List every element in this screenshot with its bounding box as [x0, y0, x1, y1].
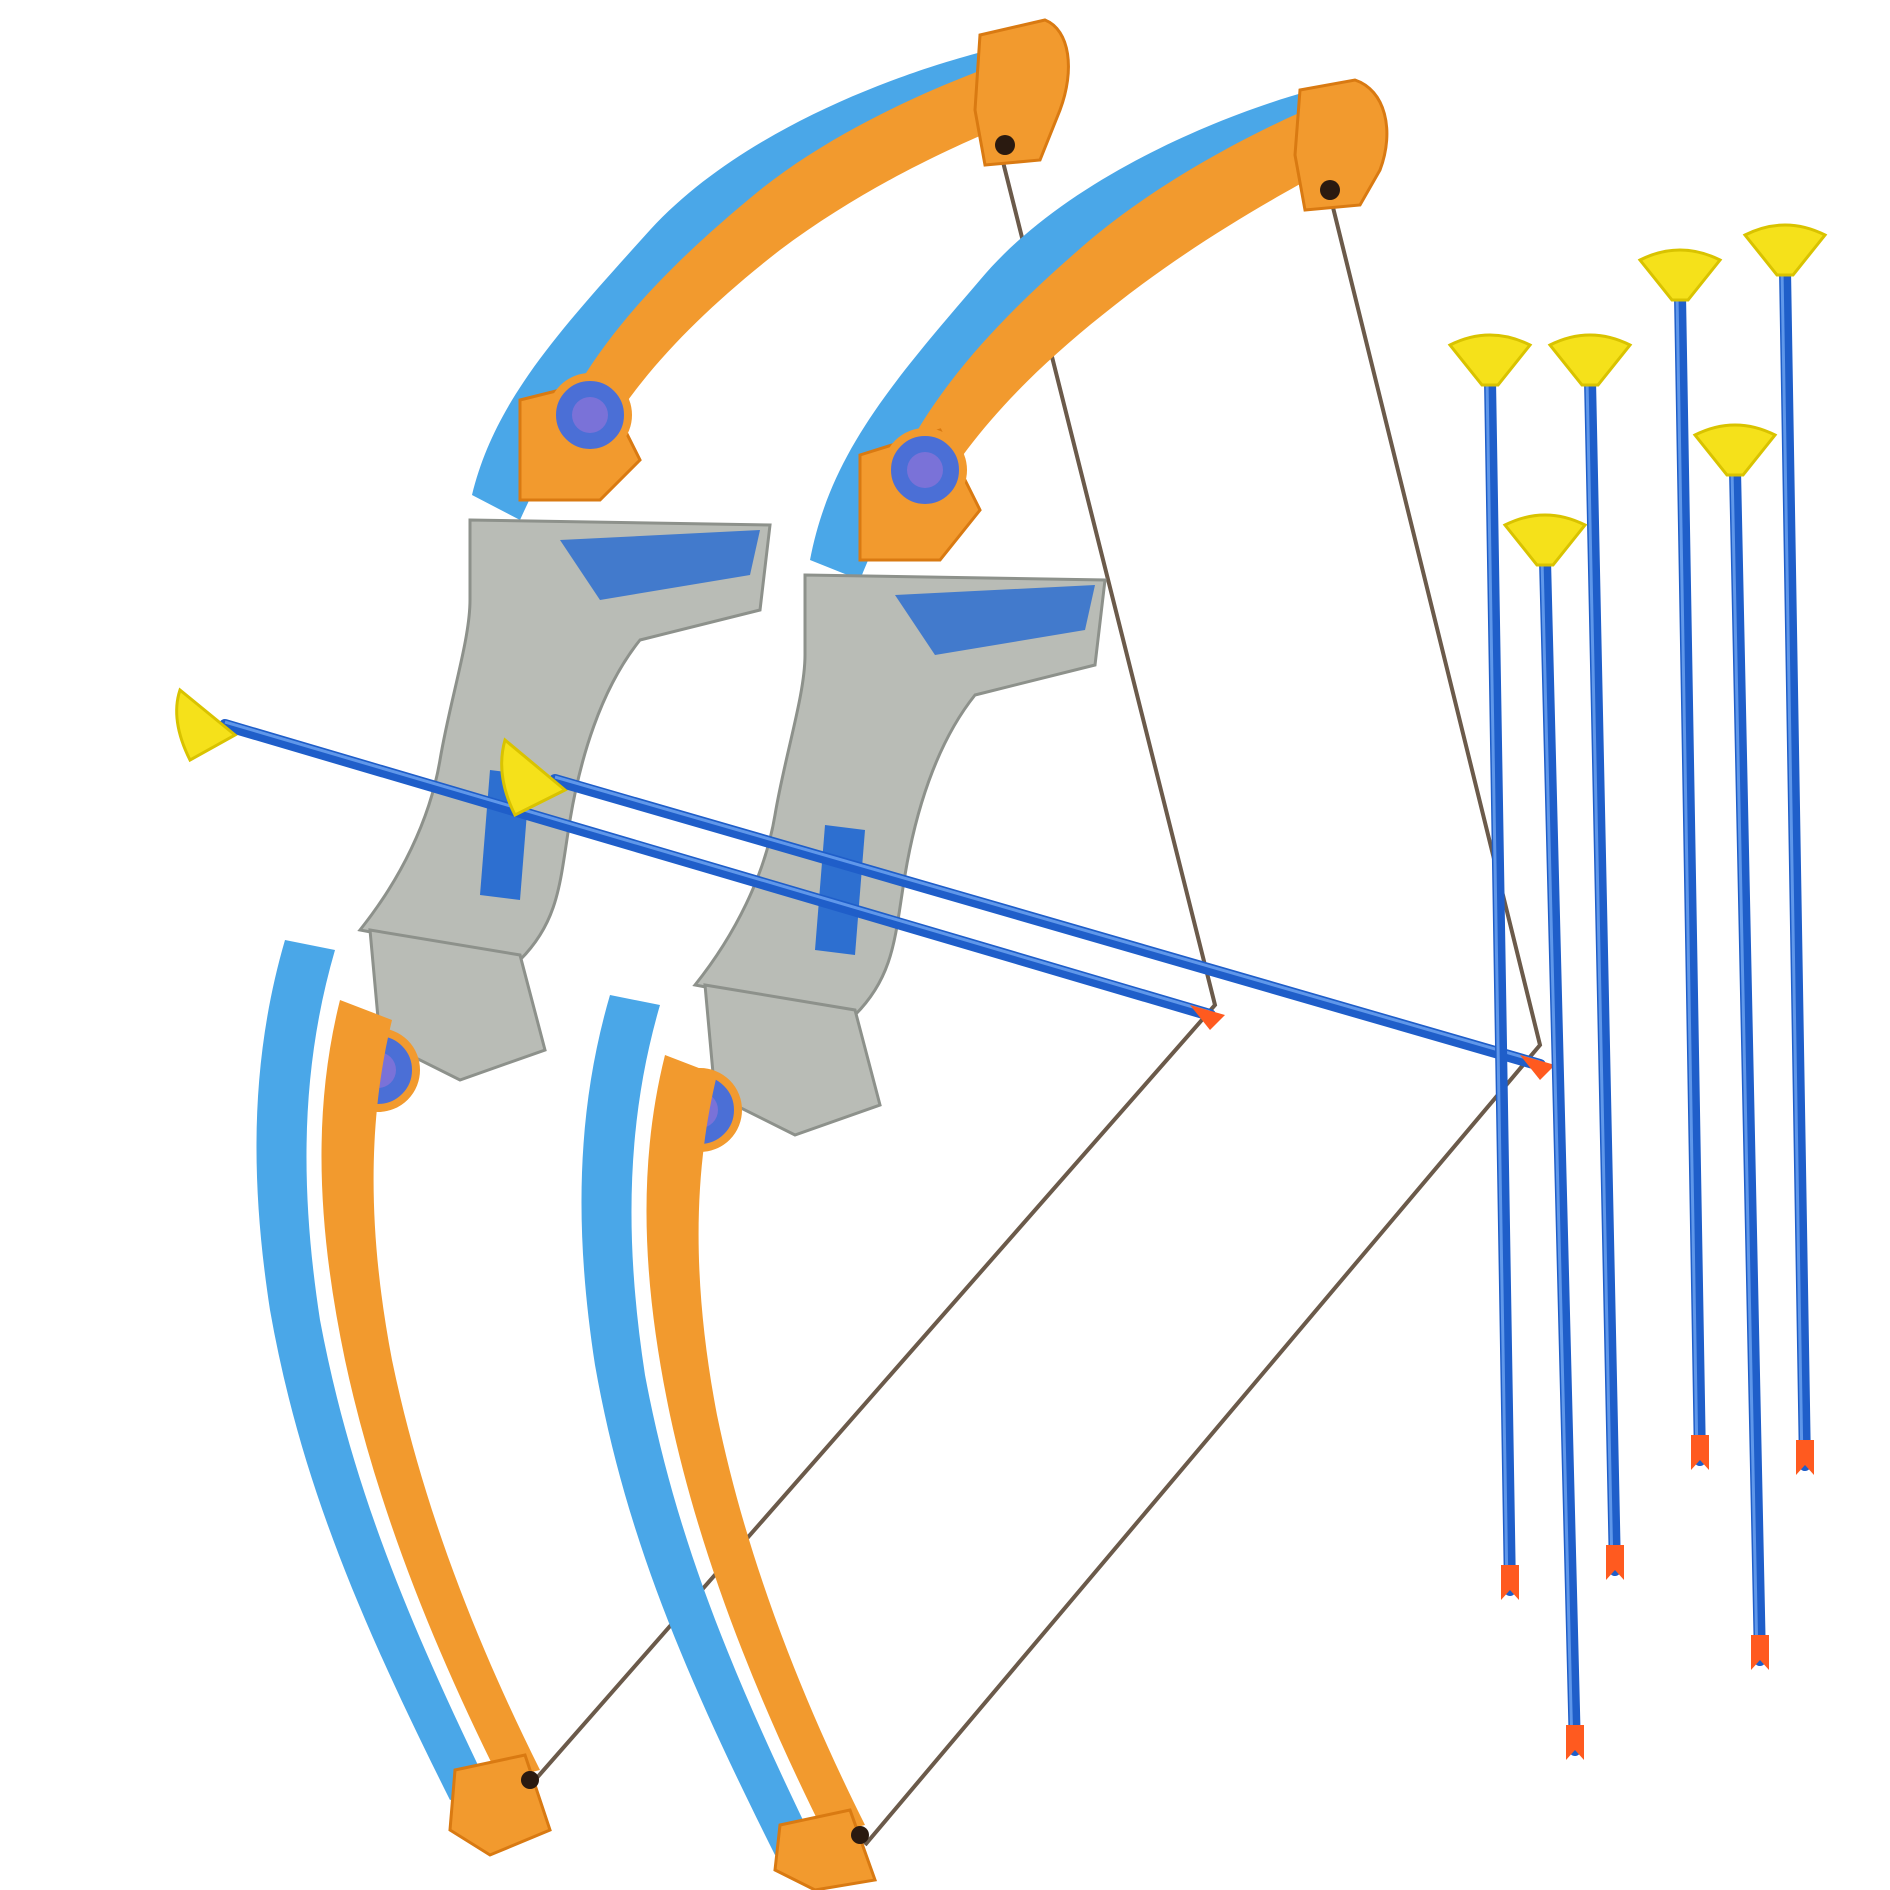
suction-cup	[1502, 513, 1588, 567]
nocked-arrow-2	[500, 737, 1555, 1080]
bow-back-upper-limb-orange	[545, 50, 1045, 470]
loose-arrow	[1692, 423, 1778, 1670]
suction-cup	[1447, 333, 1533, 387]
bow-back-upper-tip	[973, 18, 1070, 167]
arrow-shaft	[1539, 554, 1581, 1756]
suction-cup	[500, 737, 568, 818]
arrow-shaft	[1779, 264, 1811, 1471]
arrow-shaft-highlight	[1485, 379, 1509, 1591]
arrow-shaft-highlight	[1730, 469, 1759, 1661]
bow-front-upper-hub-center	[907, 452, 943, 488]
bow-front	[581, 78, 1543, 1890]
loose-arrow	[1502, 513, 1588, 1760]
suction-cup	[1547, 333, 1633, 387]
arrow-shaft-highlight	[224, 720, 1211, 1014]
arrow-shaft-highlight	[1585, 379, 1614, 1571]
loose-arrow	[1742, 223, 1828, 1475]
bow-back-lower-limb-orange	[321, 1000, 540, 1780]
bow-front-upper-string-hole	[1320, 180, 1340, 200]
arrow-nock	[1501, 1565, 1519, 1600]
arrow-nock	[1796, 1440, 1814, 1475]
arrow-nock	[1606, 1545, 1624, 1580]
bow-front-riser-arrow-rest	[895, 585, 1095, 655]
loose-arrow	[1547, 333, 1633, 1580]
arrow-nock	[1520, 1055, 1555, 1080]
bow-front-lower-tip	[773, 1808, 878, 1890]
bow-back-string	[533, 149, 1218, 1782]
bow-back	[256, 18, 1218, 1857]
bow-back-upper-string-hole	[995, 135, 1015, 155]
arrow-nock	[1566, 1725, 1584, 1760]
bow-front-string	[863, 174, 1543, 1847]
arrow-shaft-highlight	[1780, 269, 1804, 1466]
bow-front-upper-limb-orange	[880, 90, 1365, 525]
loose-arrow	[1637, 248, 1723, 1470]
bow-front-lower-limb-blue	[581, 995, 815, 1855]
arrow-shaft	[549, 774, 1546, 1071]
bow-back-riser-arrow-rest	[560, 530, 760, 600]
arrow-shaft	[1729, 464, 1766, 1666]
arrow-nock	[1751, 1635, 1769, 1670]
bow-back-upper-hub-center	[572, 397, 608, 433]
suction-cup	[1692, 423, 1778, 477]
suction-cup	[175, 687, 238, 763]
arrow-shaft-highlight	[1540, 559, 1574, 1751]
nocked-arrow-1	[175, 687, 1225, 1030]
bow-back-lower-limb-blue	[256, 940, 490, 1800]
bow-front-upper-tip	[1293, 78, 1389, 212]
suction-cup	[1637, 248, 1723, 302]
arrow-shaft	[1674, 289, 1706, 1466]
arrow-shaft	[1584, 374, 1621, 1576]
arrow-nock	[1691, 1435, 1709, 1470]
bow-front-lower-limb-orange	[646, 1055, 865, 1835]
arrow-shaft	[219, 719, 1216, 1021]
arrow-shaft	[1484, 374, 1516, 1596]
arrow-shaft-highlight	[1675, 294, 1699, 1461]
loose-arrows	[1447, 223, 1828, 1760]
arrow-nock	[1190, 1005, 1225, 1030]
arrow-shaft-highlight	[554, 775, 1541, 1064]
bow-back-lower-string-hole	[521, 1771, 539, 1789]
loose-arrow	[1447, 333, 1533, 1600]
suction-cup	[1742, 223, 1828, 277]
bow-front-lower-string-hole	[851, 1826, 869, 1844]
